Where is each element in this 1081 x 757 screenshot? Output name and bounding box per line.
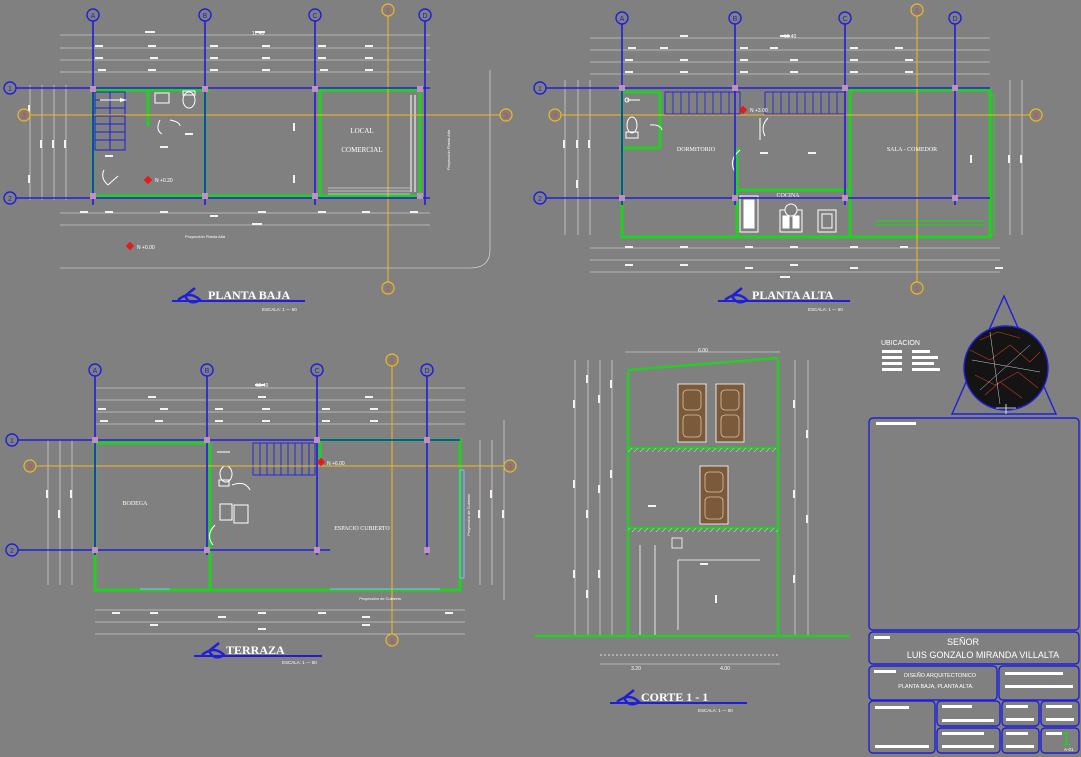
svg-text:TERRAZA: TERRAZA <box>226 643 285 657</box>
axis-label: 1 <box>390 358 394 365</box>
svg-text:ESCALA: 1 — 50: ESCALA: 1 — 50 <box>262 307 297 312</box>
axis-label: 2 <box>8 196 12 203</box>
svg-text:PLANTA BAJA: PLANTA BAJA <box>208 288 290 302</box>
overall-dimension: 12.40 <box>256 383 269 389</box>
svg-text:ESCALA: 1 — 50: ESCALA: 1 — 50 <box>698 708 733 713</box>
svg-text:N +0.00: N +0.00 <box>137 245 155 251</box>
title-block <box>868 417 1080 754</box>
room-label-cocina: COCINA <box>776 193 800 199</box>
svg-text:UBICACION: UBICACION <box>881 340 920 347</box>
axis-label: 3 <box>22 113 26 120</box>
owner-name: LUIS GONZALO MIRANDA VILLALTA <box>907 650 1059 660</box>
svg-text:ESCALA: 1 — 50: ESCALA: 1 — 50 <box>808 307 843 312</box>
axis-label: 2 <box>10 548 14 555</box>
axis-label: 1 <box>915 8 919 15</box>
axis-label: 1 <box>538 86 542 93</box>
level-marker: N +0.00 <box>125 241 155 251</box>
door-elevation <box>677 383 745 525</box>
axis-label: B <box>203 13 208 20</box>
svg-text:N +3.00: N +3.00 <box>750 108 768 114</box>
axis-label: D <box>424 368 429 375</box>
axis-label: B <box>733 16 738 23</box>
plan-planta-baja: A B C D 1 2 1 3 3 1 LOCAL COMERCIAL Proy… <box>3 3 513 312</box>
overall-dimension: 12.40 <box>784 34 797 40</box>
overall-dimension: 12.40 <box>252 31 265 37</box>
owner-label: SEÑOR <box>947 637 980 647</box>
level-marker: N +6.00 <box>316 457 345 467</box>
section-dimension: 4.00 <box>720 666 730 672</box>
axis-label: 1 <box>10 438 14 445</box>
axis-label: 3 <box>1034 113 1038 120</box>
plan-title-terraza: TERRAZA ESCALA: 1 — 50 <box>194 642 322 665</box>
axis-label: A <box>620 16 625 23</box>
svg-text:N +6.00: N +6.00 <box>327 461 345 467</box>
section-dimension: 3.20 <box>631 666 641 672</box>
sheet-number: 1 <box>1061 729 1071 749</box>
location-map: UBICACION <box>881 294 1058 415</box>
axis-label: A <box>91 13 96 20</box>
svg-text:N +0.20: N +0.20 <box>155 178 173 184</box>
axis-label: C <box>312 13 317 20</box>
axis-label: C <box>842 16 847 23</box>
section-corte: 6.00 3.20 4.00 CORTE 1 - 1 ESCALA: 1 — 5… <box>535 348 850 713</box>
projection-note-side: Proyección de Cubierta <box>466 493 471 535</box>
axis-label: B <box>205 368 210 375</box>
svg-text:ESCALA: 1 — 50: ESCALA: 1 — 50 <box>282 660 317 665</box>
axis-label: D <box>952 16 957 23</box>
axis-label: D <box>422 13 427 20</box>
axis-label: 1 <box>915 286 919 293</box>
axis-label: 3 <box>508 464 512 471</box>
plan-title-planta-baja: PLANTA BAJA ESCALA: 1 — 50 <box>172 287 305 312</box>
axis-label: 1 <box>8 86 12 93</box>
room-label-bodega: BODEGA <box>123 501 149 507</box>
level-marker: N +3.00 <box>738 105 768 115</box>
plan-planta-alta: A B C D 1 2 1 3 3 1 DORMITORIO SALA - CO… <box>533 3 1043 312</box>
axis-label: A <box>93 368 98 375</box>
projection-note: Proyección de Cubierta <box>359 596 401 601</box>
plan-terraza: A B C D 1 2 1 3 3 1 BODEGA ESPACIO CUBIE… <box>5 353 517 665</box>
room-label-local: LOCAL <box>350 127 373 135</box>
axis-label: 1 <box>386 286 390 293</box>
content-line-1: DISEÑO ARQUITECTONICO <box>904 672 977 679</box>
projection-note: Proyección Planta Alta <box>446 129 451 170</box>
plan-title-planta-alta: PLANTA ALTA ESCALA: 1 — 50 <box>718 287 850 312</box>
axis-label: 2 <box>538 196 542 203</box>
axis-label: 1 <box>386 8 390 15</box>
axis-label: C <box>314 368 319 375</box>
projection-note-bottom: Proyección Planta Alta <box>185 234 226 239</box>
section-dimension: 6.00 <box>698 348 708 354</box>
content-line-2: PLANTA BAJA, PLANTA ALTA. <box>898 684 974 690</box>
room-label-dormitorio: DORMITORIO <box>677 147 716 153</box>
axis-label: 3 <box>504 113 508 120</box>
axis-label: 3 <box>28 464 32 471</box>
room-label-espacio: ESPACIO CUBIERTO <box>334 526 390 532</box>
axis-label: 3 <box>553 113 557 120</box>
plan-title-corte: CORTE 1 - 1 ESCALA: 1 — 50 <box>610 689 747 713</box>
sheet-code: A-01 <box>1064 747 1074 752</box>
svg-text:CORTE 1 - 1: CORTE 1 - 1 <box>641 690 708 704</box>
level-marker: N +0.20 <box>143 175 173 185</box>
room-label-sala: SALA - COMEDOR <box>887 147 937 153</box>
axis-label: 1 <box>390 638 394 645</box>
room-label-comercial: COMERCIAL <box>341 146 382 154</box>
svg-text:PLANTA ALTA: PLANTA ALTA <box>752 288 834 302</box>
